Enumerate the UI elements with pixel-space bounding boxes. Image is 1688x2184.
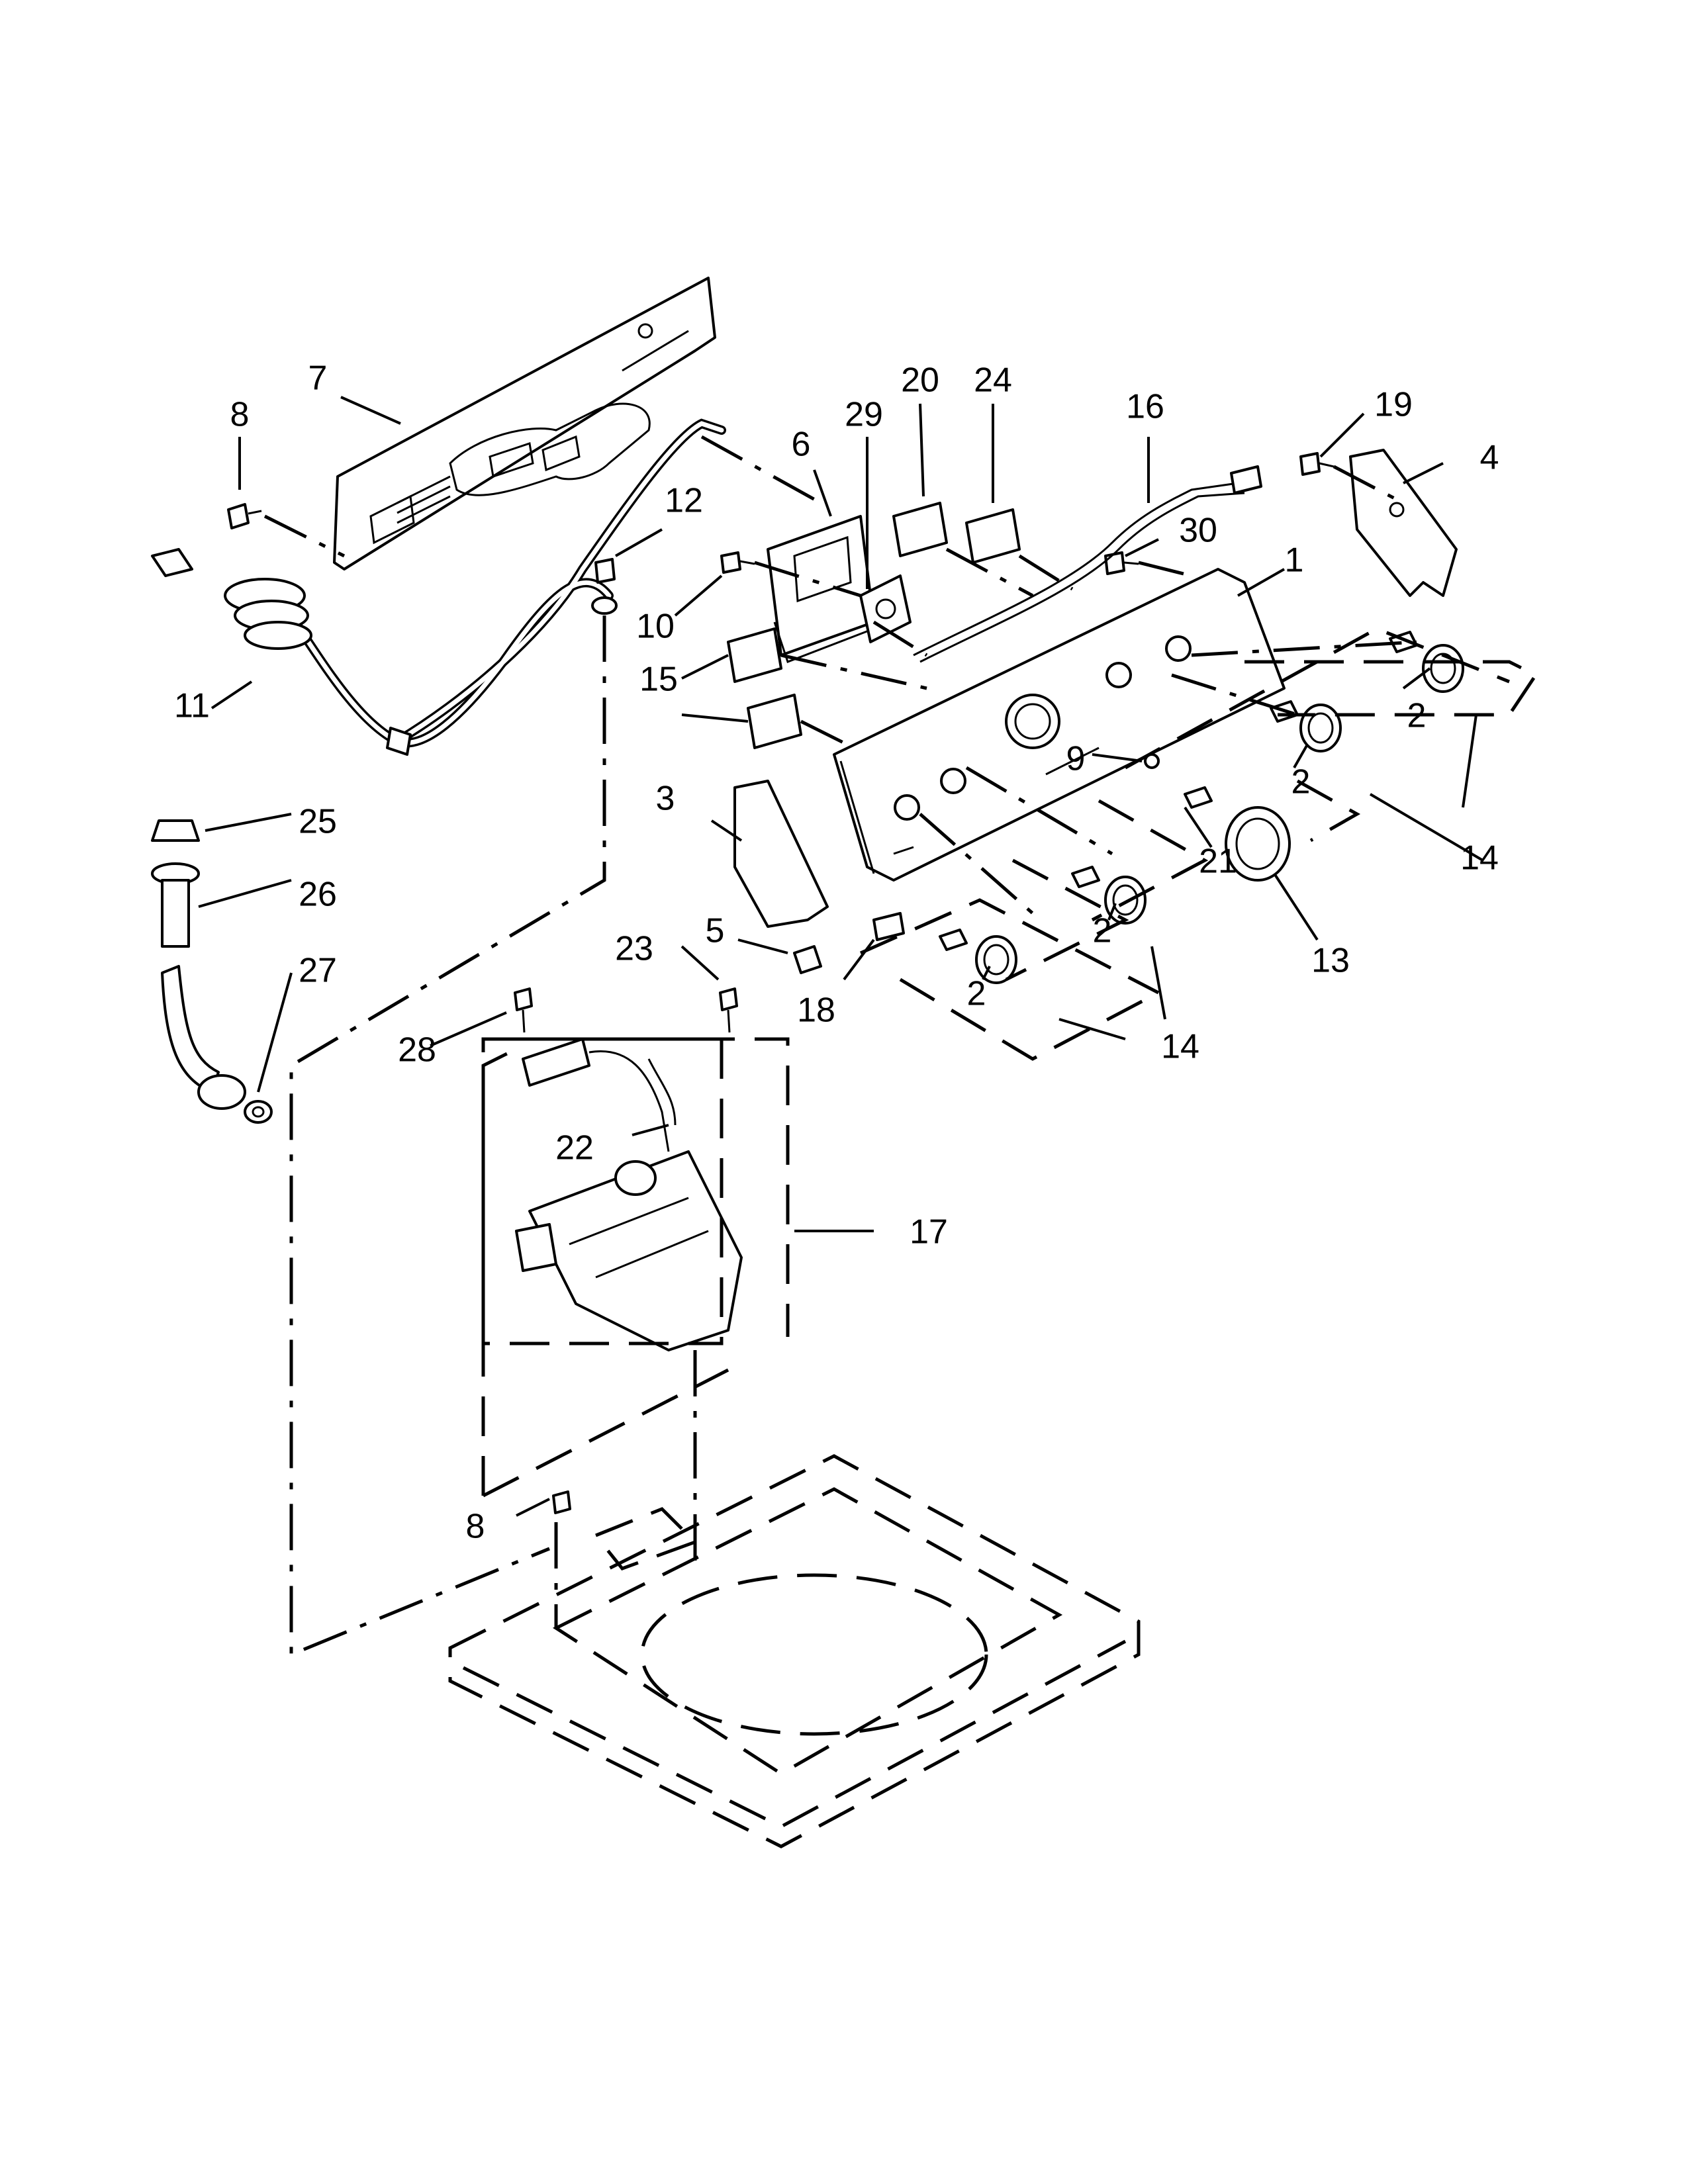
screw-8-top	[227, 503, 262, 529]
callout-12: 12	[665, 482, 703, 520]
callout-25: 25	[299, 803, 337, 841]
power-cord	[151, 418, 726, 756]
callout-13: 13	[1311, 942, 1350, 980]
callout-22: 22	[555, 1129, 594, 1167]
callout-labels: 7 8 11 12 6 29 20 24 16 19 4 30 1 10 15 …	[174, 359, 1499, 1546]
control-board	[767, 515, 875, 663]
callout-26: 26	[299, 876, 337, 914]
rear-panel	[333, 277, 716, 570]
wire-harness	[913, 465, 1262, 663]
callout-21: 21	[1199, 842, 1237, 881]
callout-27: 27	[299, 952, 337, 990]
screw-8-bottom	[552, 1490, 571, 1514]
washer-27	[244, 1100, 273, 1124]
callout-2-c: 2	[1093, 912, 1112, 950]
callout-2-a: 2	[1407, 697, 1427, 735]
knob-ring-13	[1225, 806, 1291, 882]
lens-18	[872, 912, 905, 941]
callout-19: 19	[1374, 386, 1413, 424]
washer-top	[448, 1454, 1141, 1848]
screw-28	[514, 987, 533, 1033]
callout-4: 4	[1480, 439, 1499, 477]
dispenser-assembly	[515, 1038, 743, 1351]
knob-shaft-d	[939, 929, 968, 951]
callout-5: 5	[706, 912, 725, 950]
callout-14-lower: 14	[1161, 1028, 1199, 1066]
callout-2-b: 2	[1291, 763, 1311, 801]
callout-17: 17	[910, 1213, 948, 1251]
knob-shaft-21	[1184, 786, 1213, 809]
group-box-14-lower	[859, 858, 1160, 1061]
callout-24: 24	[974, 361, 1012, 400]
switch-24	[965, 508, 1021, 564]
callout-20: 20	[901, 361, 939, 400]
screw-12	[591, 558, 618, 615]
knob-bracket	[859, 574, 912, 643]
callout-15: 15	[639, 660, 678, 699]
callout-9: 9	[1066, 740, 1086, 778]
callout-1: 1	[1285, 541, 1304, 580]
knob-shaft-c	[1071, 866, 1100, 888]
callout-10: 10	[636, 608, 675, 646]
callout-6: 6	[792, 426, 811, 464]
group-box-14-upper	[1091, 627, 1538, 922]
switch-15-upper	[727, 627, 782, 683]
callout-8-bottom: 8	[466, 1508, 485, 1546]
callout-23: 23	[615, 930, 653, 968]
callout-18: 18	[797, 991, 835, 1030]
callout-7: 7	[308, 359, 328, 398]
callout-14-upper: 14	[1460, 839, 1499, 878]
callout-28: 28	[398, 1031, 436, 1069]
leader-lines	[198, 396, 1484, 1517]
callout-30: 30	[1179, 512, 1217, 550]
callout-29: 29	[845, 396, 883, 434]
end-cap-left	[733, 780, 829, 928]
screw-23	[719, 987, 738, 1033]
filter-screen-25	[151, 819, 200, 842]
knob-ring-2-c	[1104, 876, 1147, 925]
screw-10	[720, 551, 755, 574]
callout-2-d: 2	[967, 975, 986, 1013]
callout-16: 16	[1126, 388, 1164, 426]
console	[833, 568, 1286, 882]
switch-20	[892, 502, 948, 557]
callout-8-top: 8	[230, 396, 250, 434]
switch-15-lower	[747, 694, 802, 749]
screw-19	[1299, 452, 1335, 476]
end-cap-right	[1349, 449, 1458, 597]
inlet-hose-26	[151, 862, 246, 1110]
callout-11: 11	[174, 687, 210, 725]
clip-5	[793, 945, 822, 974]
callout-3: 3	[656, 780, 675, 818]
group-box-17	[481, 1037, 790, 1498]
